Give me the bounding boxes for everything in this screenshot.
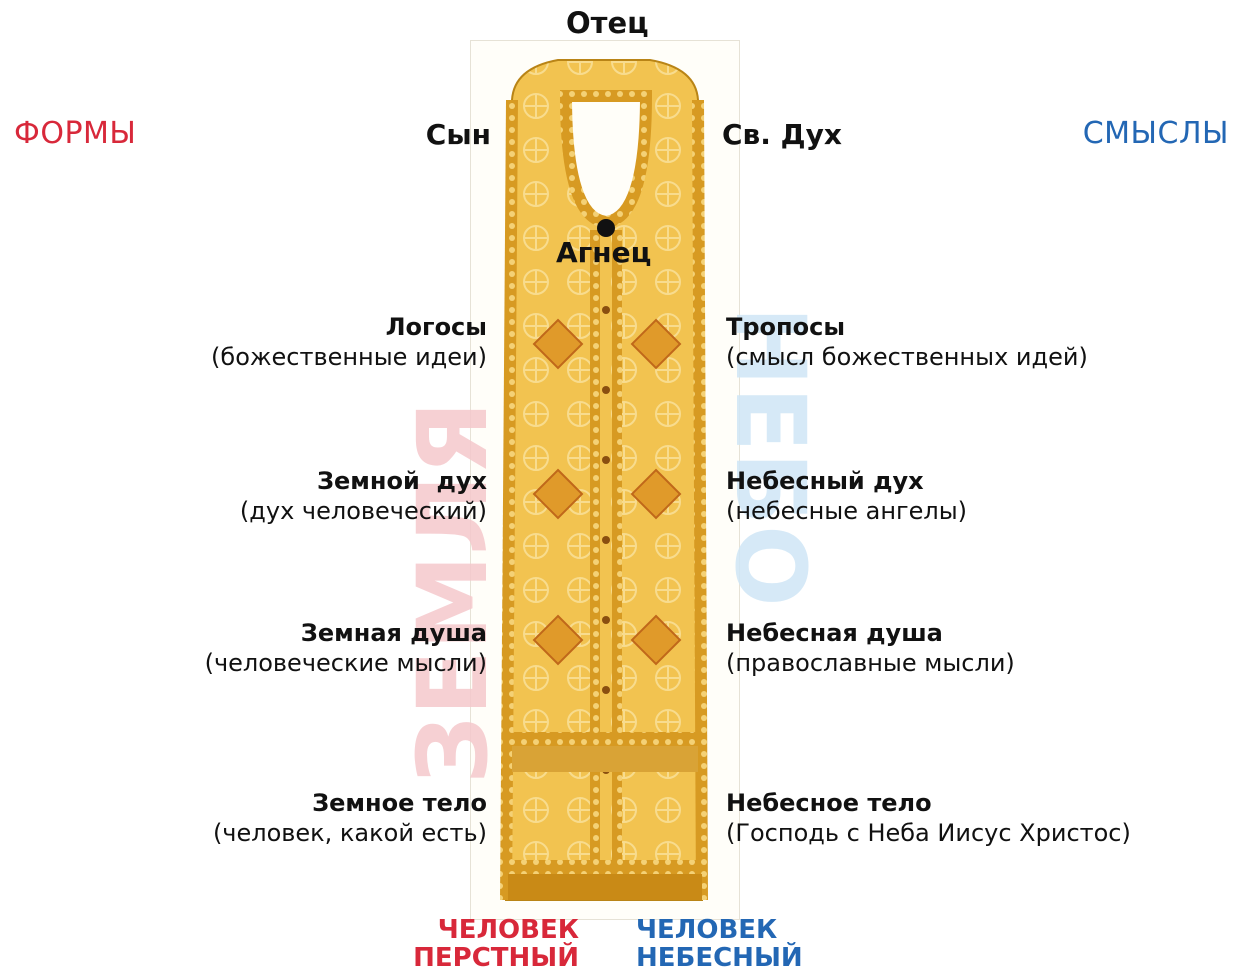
left-item-title: Земное тело [127,788,487,818]
left-item-title: Земная душа [127,618,487,648]
right-item-subtitle: (небесные ангелы) [726,496,1226,526]
right-item-subtitle: (Господь с Неба Иисус Христос) [726,818,1226,848]
left-item-earthly-soul: Земная душа (человеческие мысли) [127,618,487,678]
right-item-heavenly-body: Небесное тело (Господь с Неба Иисус Хрис… [726,788,1226,848]
lamb-label: Агнец [556,236,651,269]
holy-spirit-label: Св. Дух [722,118,842,151]
forms-heading: ФОРМЫ [14,116,136,151]
right-item-title: Небесная душа [726,618,1226,648]
caption-line: ПЕРСТНЫЙ [413,944,579,972]
right-item-subtitle: (православные мысли) [726,648,1226,678]
left-item-title: Земной дух [127,466,487,496]
left-item-subtitle: (дух человеческий) [127,496,487,526]
left-item-logos: Логосы (божественные идеи) [127,312,487,372]
left-item-subtitle: (божественные идеи) [127,342,487,372]
right-item-title: Тропосы [726,312,1226,342]
right-item-title: Небесный дух [726,466,1226,496]
left-item-title: Логосы [127,312,487,342]
caption-line: ЧЕЛОВЕК [636,916,803,944]
right-item-heavenly-spirit: Небесный дух (небесные ангелы) [726,466,1226,526]
earth-vertical-label: ЗЕМЛЯ [405,401,501,784]
meanings-heading: СМЫСЛЫ [1083,116,1229,151]
son-label: Сын [426,118,491,151]
caption-line: НЕБЕСНЫЙ [636,944,803,972]
vestment-illustration [470,40,738,918]
right-item-heavenly-soul: Небесная душа (православные мысли) [726,618,1226,678]
left-item-earthly-spirit: Земной дух (дух человеческий) [127,466,487,526]
left-item-earthly-body: Земное тело (человек, какой есть) [127,788,487,848]
right-item-title: Небесное тело [726,788,1226,818]
right-item-subtitle: (смысл божественных идей) [726,342,1226,372]
heavenly-man-caption: ЧЕЛОВЕК НЕБЕСНЫЙ [636,916,803,972]
right-item-tropos: Тропосы (смысл божественных идей) [726,312,1226,372]
father-label: Отец [566,6,649,40]
caption-line: ЧЕЛОВЕК [413,916,579,944]
left-item-subtitle: (человек, какой есть) [127,818,487,848]
left-item-subtitle: (человеческие мысли) [127,648,487,678]
earthly-man-caption: ЧЕЛОВЕК ПЕРСТНЫЙ [413,916,579,972]
